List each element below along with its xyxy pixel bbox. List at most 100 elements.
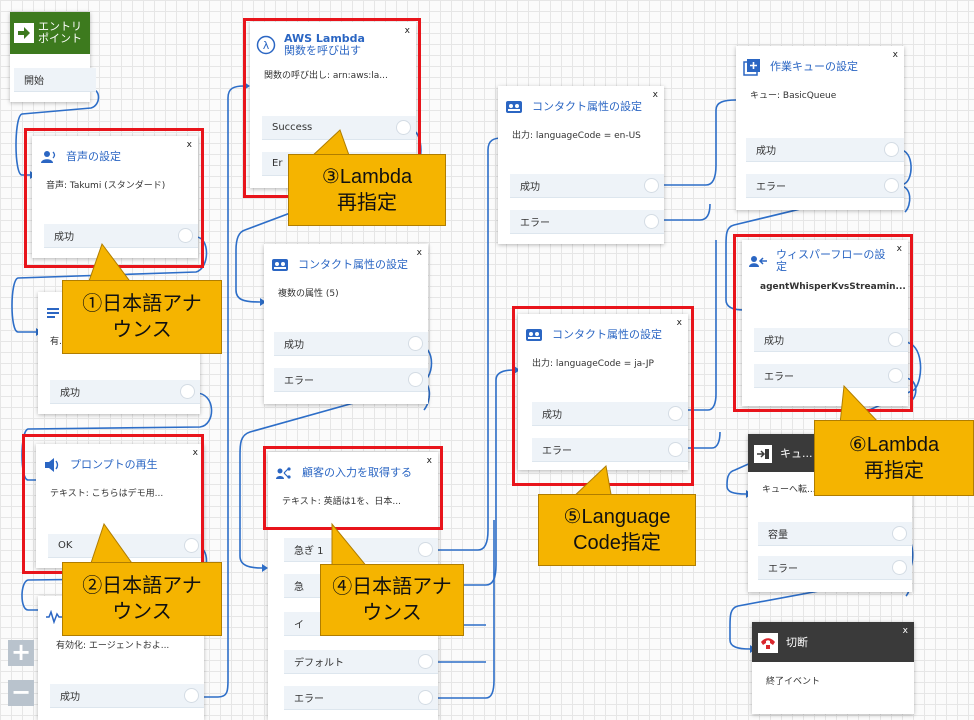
close-icon[interactable]: x <box>192 448 198 458</box>
branch-success[interactable]: 成功 <box>274 332 428 356</box>
callout-pointer-6 <box>839 384 881 424</box>
connector-dot[interactable] <box>179 229 192 242</box>
connector-dot[interactable] <box>185 689 198 702</box>
entry-point-block[interactable]: エントリポイント 開始 <box>10 12 96 102</box>
connector-dot[interactable] <box>419 691 432 704</box>
block-header: 作業キューの設定 x <box>736 46 904 84</box>
close-icon[interactable]: x <box>892 50 898 60</box>
block-description: 出力: languageCode = ja-JP <box>532 359 654 369</box>
branch-capacity[interactable]: 容量 <box>758 522 912 546</box>
block-description: 有効化: エージェントおよ... <box>56 641 170 651</box>
connector-dot[interactable] <box>885 143 898 156</box>
branch-start[interactable]: 開始 <box>14 68 96 92</box>
lambda-icon: λ <box>256 35 276 55</box>
connector-dot[interactable] <box>409 373 422 386</box>
set-whisper-flow-block[interactable]: ウィスパーフローの設定 x agentWhisperKvsStreamin...… <box>742 240 908 406</box>
block-title: 切断 <box>786 636 808 649</box>
branch-label: 成功 <box>284 340 304 351</box>
connector-dot[interactable] <box>893 527 906 540</box>
branch-success[interactable]: Success <box>262 116 416 140</box>
branch-error[interactable]: エラー <box>284 686 438 710</box>
close-icon[interactable]: x <box>186 140 192 150</box>
close-icon[interactable]: x <box>652 90 658 100</box>
connector-dot[interactable] <box>645 179 658 192</box>
connector-dot[interactable] <box>889 369 902 382</box>
svg-text:λ: λ <box>263 39 270 52</box>
entry-point-header: エントリポイント <box>10 12 90 54</box>
block-header: プロンプトの再生 x <box>36 444 204 482</box>
block-header: コンタクト属性の設定 x <box>518 314 688 352</box>
connector-dot[interactable] <box>669 443 682 456</box>
callout-3: ③Lambda再指定 <box>288 154 446 226</box>
branch-error[interactable]: エラー <box>274 368 428 392</box>
branch-label: 成功 <box>54 232 74 243</box>
branch-error[interactable]: エラー <box>532 438 688 462</box>
connector-dot[interactable] <box>669 407 682 420</box>
disconnect-block[interactable]: 切断 x 終了イベント <box>752 622 914 714</box>
connector-dot[interactable] <box>889 333 902 346</box>
connector-dot[interactable] <box>885 179 898 192</box>
block-description: テキスト: こちらはデモ用... <box>50 489 164 499</box>
block-description: 有... <box>50 337 68 347</box>
branch-success[interactable]: 成功 <box>44 224 198 248</box>
branch-success[interactable]: 成功 <box>532 402 688 426</box>
close-icon[interactable]: x <box>676 318 682 328</box>
connector-dot[interactable] <box>185 539 198 552</box>
close-icon[interactable]: x <box>404 26 410 36</box>
branch-error[interactable]: エラー <box>754 364 908 388</box>
block-description: 音声: Takumi (スタンダード) <box>46 181 166 191</box>
connector-dot[interactable] <box>409 337 422 350</box>
block-title: コンタクト属性の設定 <box>552 328 662 341</box>
contact-card-icon <box>524 325 544 345</box>
zoom-in-button[interactable]: + <box>8 640 34 666</box>
block-header: ウィスパーフローの設定 x <box>742 240 908 278</box>
branch-error[interactable]: エラー <box>510 210 664 234</box>
close-icon[interactable]: x <box>902 626 908 636</box>
branch-error[interactable]: エラー <box>746 174 904 198</box>
branch-success[interactable]: 成功 <box>50 380 200 404</box>
branch-label: エラー <box>756 182 786 193</box>
connector-dot[interactable] <box>397 121 410 134</box>
close-icon[interactable]: x <box>416 248 422 258</box>
contact-card-icon <box>504 97 524 117</box>
highlight-box-get-input <box>263 446 443 530</box>
block-header: 切断 x <box>752 622 914 662</box>
hang-up-phone-icon <box>758 633 778 653</box>
connector-dot[interactable] <box>419 543 432 556</box>
close-icon[interactable]: x <box>896 244 902 254</box>
callout-pointer-5 <box>569 464 613 500</box>
branch-label: 成功 <box>764 336 784 347</box>
branch-label: 成功 <box>60 388 80 399</box>
set-voice-block[interactable]: 音声の設定 x 音声: Takumi (スタンダード) 成功 <box>32 136 198 258</box>
block-title: コンタクト属性の設定 <box>532 100 642 113</box>
branch-success[interactable]: 成功 <box>50 684 204 708</box>
connector-dot[interactable] <box>419 655 432 668</box>
block-header: 顧客の入力を取得する x <box>268 452 438 490</box>
set-contact-attributes-block[interactable]: コンタクト属性の設定 x 複数の属性 (5) 成功 エラー <box>264 244 428 404</box>
branch-success[interactable]: 成功 <box>746 138 904 162</box>
connector-dot[interactable] <box>645 215 658 228</box>
branch-success[interactable]: 成功 <box>754 328 908 352</box>
set-attribute-ja-jp-block[interactable]: コンタクト属性の設定 x 出力: languageCode = ja-JP 成功… <box>518 314 688 470</box>
branch-default[interactable]: デフォルト <box>284 650 438 674</box>
block-title: ウィスパーフローの設定 <box>776 248 886 273</box>
block-header: コンタクト属性の設定 x <box>498 86 664 124</box>
connector-dot[interactable] <box>893 561 906 574</box>
branch-error[interactable]: エラー <box>758 556 912 580</box>
close-icon[interactable]: x <box>426 456 432 466</box>
voice-icon <box>38 147 58 167</box>
set-attribute-en-us-block[interactable]: コンタクト属性の設定 x 出力: languageCode = en-US 成功… <box>498 86 664 244</box>
block-title: キュ... <box>780 447 813 460</box>
branch-success[interactable]: 成功 <box>510 174 664 198</box>
block-description: agentWhisperKvsStreamin... <box>760 282 906 292</box>
callout-5: ⑤Language Code指定 <box>538 494 696 566</box>
block-header: λ AWS Lambda 関数を呼び出す x <box>250 22 416 62</box>
block-header: コンタクト属性の設定 x <box>264 244 428 282</box>
connector-dot[interactable] <box>181 385 194 398</box>
arrow-right-icon <box>14 23 34 43</box>
callout-2: ②日本語アナウンス <box>62 562 222 636</box>
zoom-out-button[interactable]: − <box>8 680 34 706</box>
branch-label: エラー <box>768 564 798 575</box>
set-working-queue-block[interactable]: 作業キューの設定 x キュー: BasicQueue 成功 エラー <box>736 46 904 210</box>
block-title: AWS Lambda <box>284 32 365 45</box>
